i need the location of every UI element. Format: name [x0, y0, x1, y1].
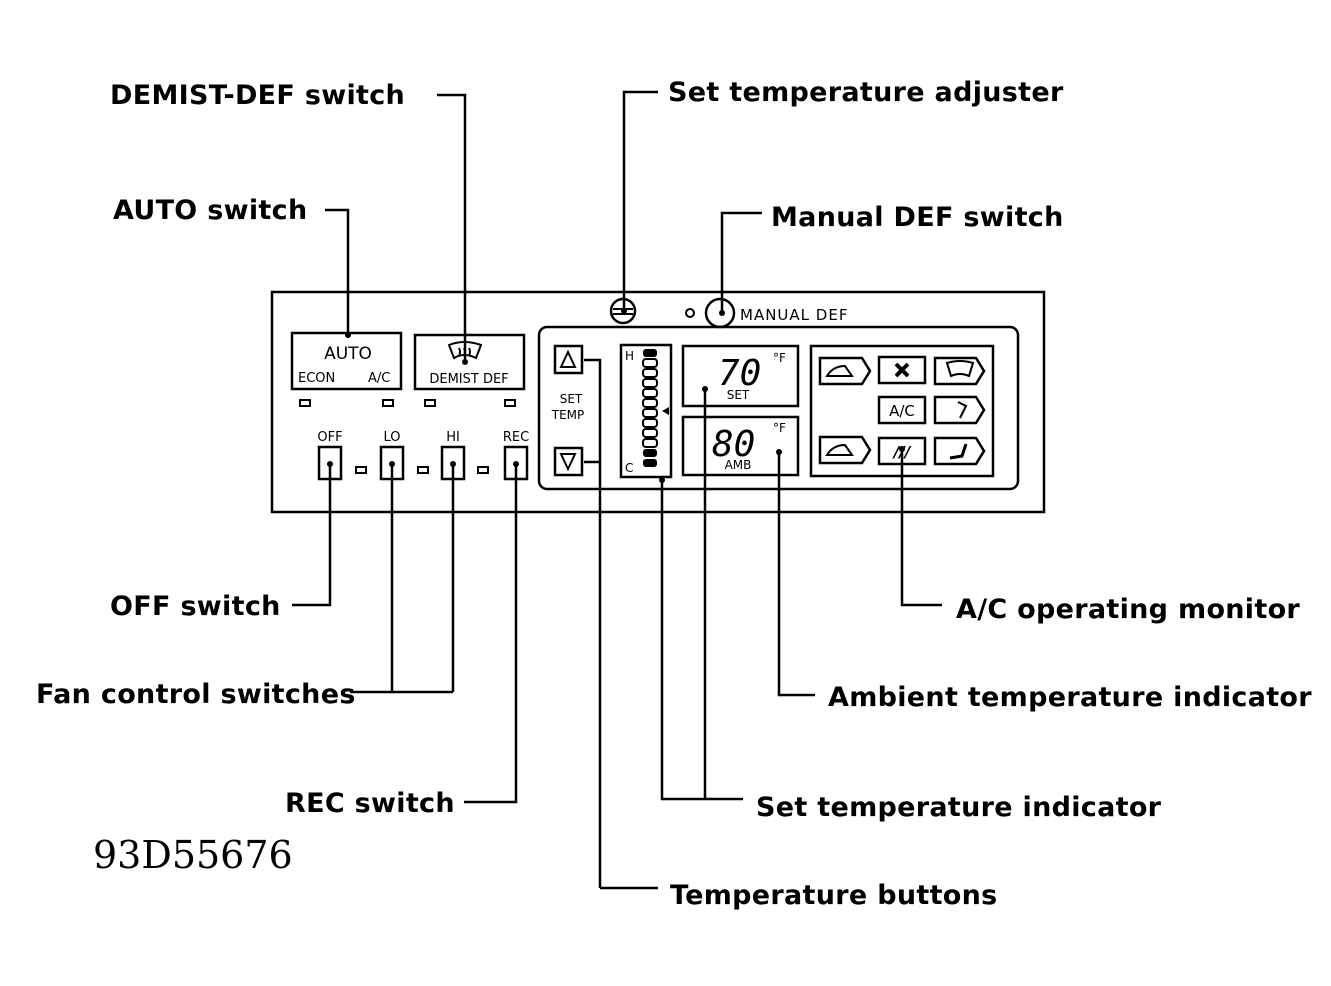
down-triangle-icon: [559, 453, 577, 472]
windshield-icon: [933, 356, 986, 386]
panel-frame: [270, 290, 1046, 514]
figure-code: 93D55676: [93, 833, 293, 877]
amb-caption: AMB: [725, 458, 752, 472]
rec-label: REC: [503, 430, 529, 445]
bar-hot-label: H: [625, 349, 634, 363]
set-temp-label-1: SET: [560, 392, 583, 406]
vent-feet-icon: [933, 436, 986, 466]
amb-temp-value: 80: [712, 424, 755, 465]
ac-monitor-ac: A/C: [877, 395, 927, 425]
manual-def-label: MANUAL DEF: [740, 306, 848, 324]
callout-set-temp-indicator: Set temperature indicator: [756, 792, 1162, 823]
leader-lines: [292, 90, 942, 890]
set-caption: SET: [727, 388, 750, 402]
demist-label: DEMIST DEF: [429, 372, 508, 387]
set-temp-display: [681, 344, 800, 408]
up-triangle-icon: [559, 349, 577, 368]
callout-set-temp-adjuster: Set temperature adjuster: [668, 77, 1064, 108]
auto-label: AUTO: [324, 344, 372, 364]
temp-up-button[interactable]: [553, 344, 584, 375]
callout-off: OFF switch: [110, 591, 281, 622]
set-temp-value: 70: [718, 353, 761, 394]
off-label: OFF: [317, 430, 342, 445]
bar-cold-label: C: [625, 461, 633, 475]
car-fresh-icon: [818, 356, 872, 386]
callout-auto: AUTO switch: [113, 195, 307, 226]
temp-down-button[interactable]: [553, 446, 584, 477]
callout-demist-def: DEMIST-DEF switch: [110, 80, 405, 111]
ac-label: A/C: [368, 371, 390, 386]
set-temp-label-2: TEMP: [551, 408, 585, 422]
lo-label: LO: [383, 430, 400, 445]
led-indicators: [299, 399, 516, 474]
callout-ac-monitor: A/C operating monitor: [956, 594, 1300, 625]
fan-icon: [877, 355, 927, 385]
temp-bar-graph: [619, 343, 673, 479]
set-temp-unit: °F: [773, 351, 786, 365]
callout-manual-def: Manual DEF switch: [771, 202, 1064, 233]
callout-fan-control: Fan control switches: [36, 679, 356, 710]
bar-segments: [642, 349, 669, 467]
callout-rec: REC switch: [285, 788, 455, 819]
manual-def-led: [685, 308, 695, 318]
hi-label: HI: [446, 430, 460, 445]
auto-switch[interactable]: AUTO ECON A/C: [290, 331, 403, 391]
callout-ambient-indicator: Ambient temperature indicator: [828, 682, 1312, 713]
svg-text:A/C: A/C: [889, 402, 915, 420]
car-recirc-icon: [818, 435, 872, 465]
amb-temp-unit: °F: [773, 421, 786, 435]
vent-face-icon: [933, 395, 986, 425]
ambient-temp-display: [681, 415, 800, 477]
callout-temp-buttons: Temperature buttons: [670, 880, 998, 911]
econ-label: ECON: [298, 371, 335, 386]
demist-def-switch[interactable]: DEMIST DEF: [413, 333, 526, 391]
